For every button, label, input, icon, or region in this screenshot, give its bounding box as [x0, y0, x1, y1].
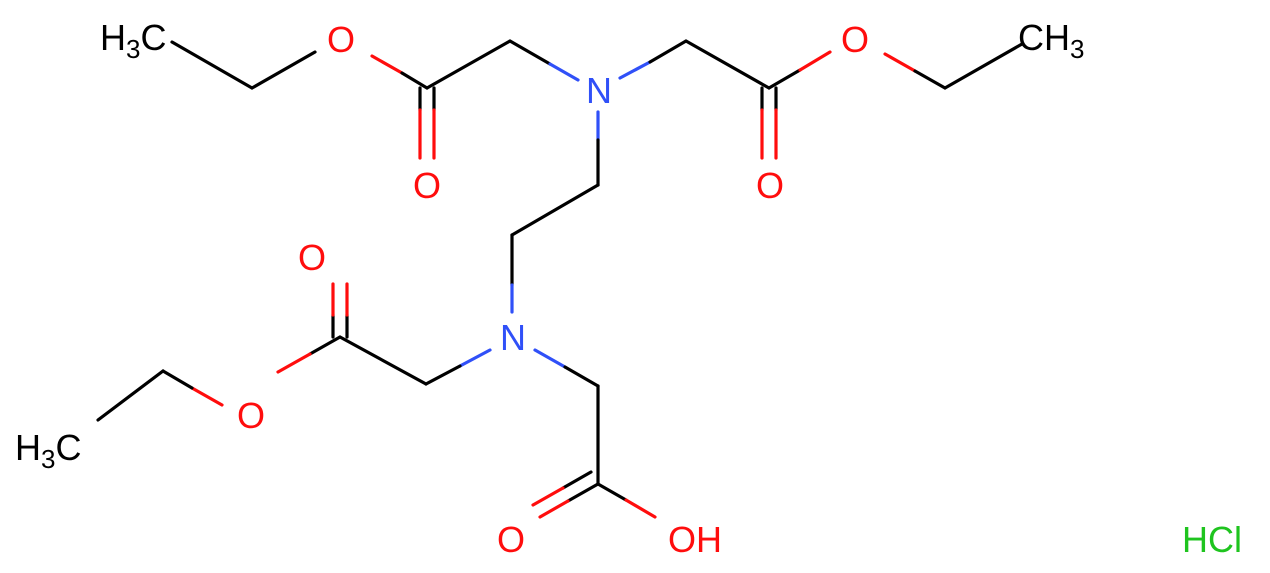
- bond: [370, 54, 404, 75]
- bond: [624, 498, 657, 519]
- bond: [618, 60, 652, 80]
- bond: [425, 39, 512, 90]
- bond: [458, 348, 492, 368]
- oxygen-label: O: [413, 165, 441, 206]
- oxygen-label: O: [298, 237, 326, 278]
- bond: [596, 482, 628, 502]
- bond: [510, 183, 600, 237]
- hydroxyl-label: OH: [668, 519, 722, 560]
- bond: [531, 486, 565, 507]
- oxygen-label: O: [756, 165, 784, 206]
- bond: [648, 39, 688, 64]
- bond: [561, 470, 593, 490]
- bond: [400, 71, 429, 90]
- oxygen-label: O: [327, 19, 355, 60]
- bond: [276, 352, 312, 374]
- nitrogen-label: N: [500, 317, 526, 358]
- bond: [190, 386, 224, 407]
- bond: [96, 369, 165, 422]
- bond: [338, 335, 428, 386]
- oxygen-label: O: [237, 395, 265, 436]
- bond: [943, 42, 1024, 90]
- bond: [913, 69, 947, 90]
- bond: [424, 364, 462, 386]
- oxygen-label: O: [497, 519, 525, 560]
- methyl-label-bottom-left: H3C: [15, 427, 81, 474]
- methyl-label-top-right: CH3: [1018, 17, 1084, 64]
- bond: [508, 39, 552, 66]
- bond: [308, 335, 342, 356]
- bond: [170, 40, 254, 90]
- bond: [161, 369, 194, 390]
- bond: [883, 52, 917, 73]
- oxygen-label: O: [841, 19, 869, 60]
- nitrogen-label: N: [586, 70, 612, 111]
- methyl-label-top-left: H3C: [100, 17, 166, 64]
- salt-label: HCl: [1182, 519, 1242, 560]
- bond: [798, 50, 832, 72]
- bond: [566, 482, 600, 503]
- bond: [548, 62, 580, 82]
- bond: [538, 499, 570, 519]
- bond: [684, 39, 771, 90]
- bonds: [96, 39, 1024, 519]
- bond: [767, 68, 802, 90]
- bond: [533, 348, 567, 369]
- bond: [563, 365, 600, 388]
- bond: [250, 50, 317, 90]
- atom-labels: H3C O O N O O CH3 O N O H3C O OH HCl: [15, 17, 1242, 560]
